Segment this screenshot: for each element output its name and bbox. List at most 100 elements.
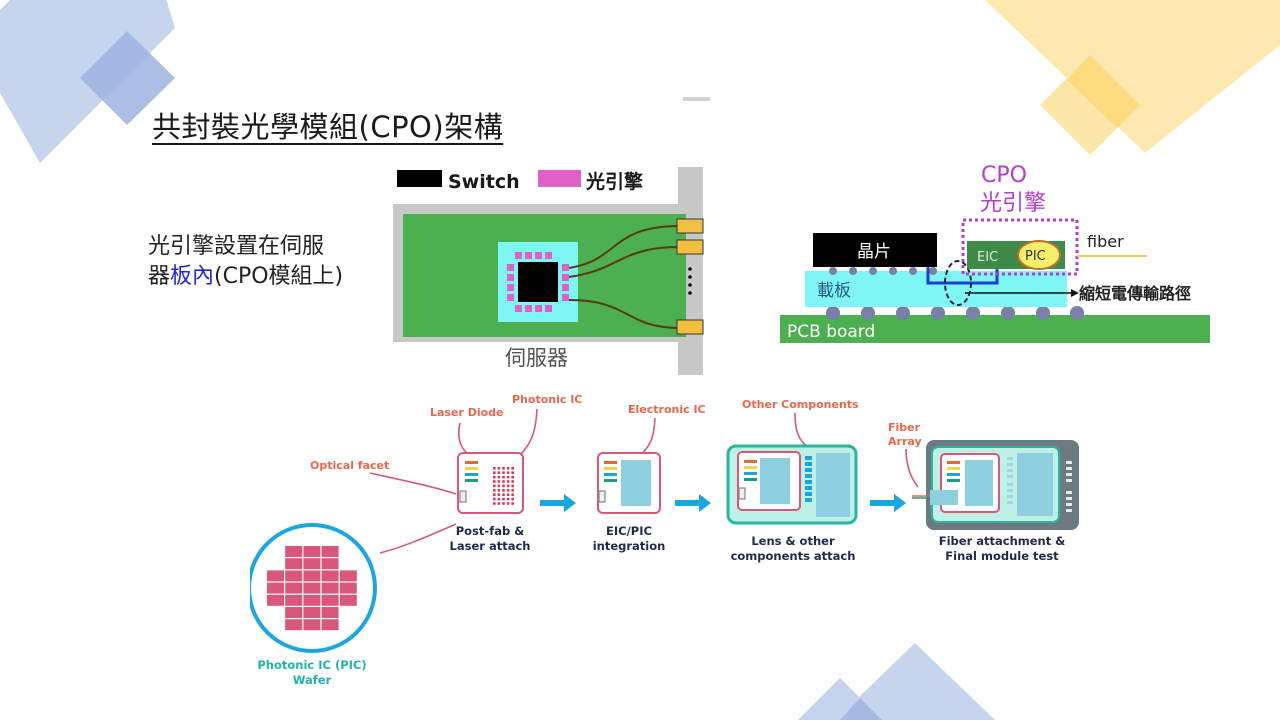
photonic-ic-dot <box>502 484 505 488</box>
photonic-ic-dot <box>497 497 501 501</box>
photonic-ic-dot <box>502 489 505 492</box>
photonic-ic-dot <box>493 471 496 474</box>
step2-caption-line2: integration <box>593 539 666 553</box>
wafer-die <box>303 570 321 582</box>
photonic-ic-dot <box>502 471 505 474</box>
server-label: 伺服器 <box>505 346 568 370</box>
callout-fiber-array-1: Fiber <box>888 421 921 434</box>
callout-electronic-ic: Electronic IC <box>628 403 706 416</box>
photonic-ic-dot <box>511 497 514 501</box>
photonic-ic-dot <box>511 475 514 479</box>
chip-label: 晶片 <box>857 242 891 262</box>
photonic-ic-dot <box>502 467 505 470</box>
pcb-label: PCB board <box>787 322 875 342</box>
solder-balls-bottom <box>826 306 1084 320</box>
callout-laser-diode: Laser Diode <box>430 406 504 419</box>
legend-switch-swatch <box>397 170 442 187</box>
photonic-ic-dot <box>506 475 510 479</box>
wafer-die <box>285 607 303 618</box>
step3-caption-line1: Lens & other <box>751 534 835 548</box>
left-description: 光引擎設置在伺服 器板內(CPO模組上) <box>148 232 343 292</box>
photonic-ic-dot <box>497 484 501 488</box>
photonic-ic-dot <box>497 467 501 470</box>
legend-engine-swatch <box>538 170 581 187</box>
wafer-die <box>321 619 339 631</box>
wafer-die <box>267 570 284 582</box>
photonic-ic-dot <box>497 489 501 492</box>
wafer-caption-line1: Photonic IC (PIC) <box>257 658 366 672</box>
short-path-highlight <box>944 260 972 306</box>
legend-switch-label: Switch <box>448 171 520 193</box>
process-flow-diagram: Laser Diode Photonic IC Optical facet El… <box>250 393 1079 687</box>
photonic-ic-dot <box>497 471 501 474</box>
wafer-caption-line2: Wafer <box>293 673 332 687</box>
arrow-right-icon <box>540 494 576 512</box>
deco-triangle-blue-large <box>835 643 995 720</box>
photonic-ic-dot <box>511 471 514 474</box>
optical-engine-label: 光引擎 <box>980 191 1046 216</box>
callout-optical-facet: Optical facet <box>310 459 389 472</box>
photonic-ic-dot <box>511 493 514 496</box>
deco-diamond-yellow-large <box>985 0 1280 153</box>
wafer-die <box>339 570 357 582</box>
wafer-die <box>303 558 321 570</box>
photonic-ic-dot <box>506 471 510 474</box>
photonic-ic-dot <box>502 493 505 496</box>
step2-caption-line1: EIC/PIC <box>606 524 652 538</box>
photonic-ic-dot <box>511 467 514 470</box>
callout-fiber-array-2: Array <box>888 435 922 448</box>
wafer-die <box>303 607 321 618</box>
callout-photonic-ic: Photonic IC <box>512 393 582 406</box>
photonic-ic-dot <box>493 475 496 479</box>
photonic-ic-dot <box>502 502 505 505</box>
photonic-ic-dot <box>506 467 510 470</box>
step4-caption-line1: Fiber attachment & <box>939 534 1066 548</box>
wafer-die <box>321 570 339 582</box>
wafer-die <box>285 582 303 594</box>
step4-module <box>912 440 1079 530</box>
photonic-ic-dot <box>493 502 496 505</box>
wafer-die <box>303 619 321 631</box>
photonic-ic-dot <box>506 493 510 496</box>
arrow-right-icon <box>675 494 711 512</box>
highlight-board: 板內 <box>170 264 215 289</box>
switch-chip <box>518 262 558 302</box>
eic-label: EIC <box>977 250 998 265</box>
wafer-die <box>303 546 321 557</box>
server-board-diagram: Switch 光引擎 伺服器 <box>393 167 704 375</box>
wafer-die <box>321 546 339 557</box>
fiber-array-block <box>930 490 958 505</box>
substrate-label: 載板 <box>817 281 851 301</box>
wafer-die <box>321 594 339 606</box>
photonic-ic-dot <box>497 502 501 505</box>
photonic-ic-dot <box>506 484 510 488</box>
wafer-die <box>267 594 284 606</box>
photonic-ic-dot <box>511 489 514 492</box>
wafer-die <box>285 594 303 606</box>
arrow-right-icon <box>870 494 906 512</box>
step3-module <box>726 444 858 525</box>
photonic-ic-dot <box>506 502 510 505</box>
lens-array <box>805 456 812 502</box>
photonic-ic-dot <box>502 480 505 483</box>
deco-diamond-yellow-overlap <box>1067 55 1140 128</box>
callout-other-components: Other Components <box>742 398 859 411</box>
description-line-1: 光引擎設置在伺服 <box>148 234 325 259</box>
photonic-ic-dot <box>493 489 496 492</box>
ellipsis-dots <box>688 267 692 295</box>
solder-balls-top <box>829 267 937 275</box>
photonic-ic-dot <box>511 502 514 505</box>
wafer-die <box>339 582 357 594</box>
photonic-ic-dot <box>511 480 514 483</box>
connector <box>676 319 704 335</box>
photonic-ic-dot <box>497 475 501 479</box>
photonic-ic-dot <box>502 497 505 501</box>
fiber-traces <box>568 225 681 329</box>
wafer-die <box>303 594 321 606</box>
photonic-ic-dot <box>493 497 496 501</box>
pic-block <box>1017 240 1061 270</box>
pic-label: PIC <box>1025 249 1046 264</box>
page-title: 共封裝光學模組(CPO)架構 <box>152 110 504 144</box>
photonic-ic-dot <box>506 480 510 483</box>
